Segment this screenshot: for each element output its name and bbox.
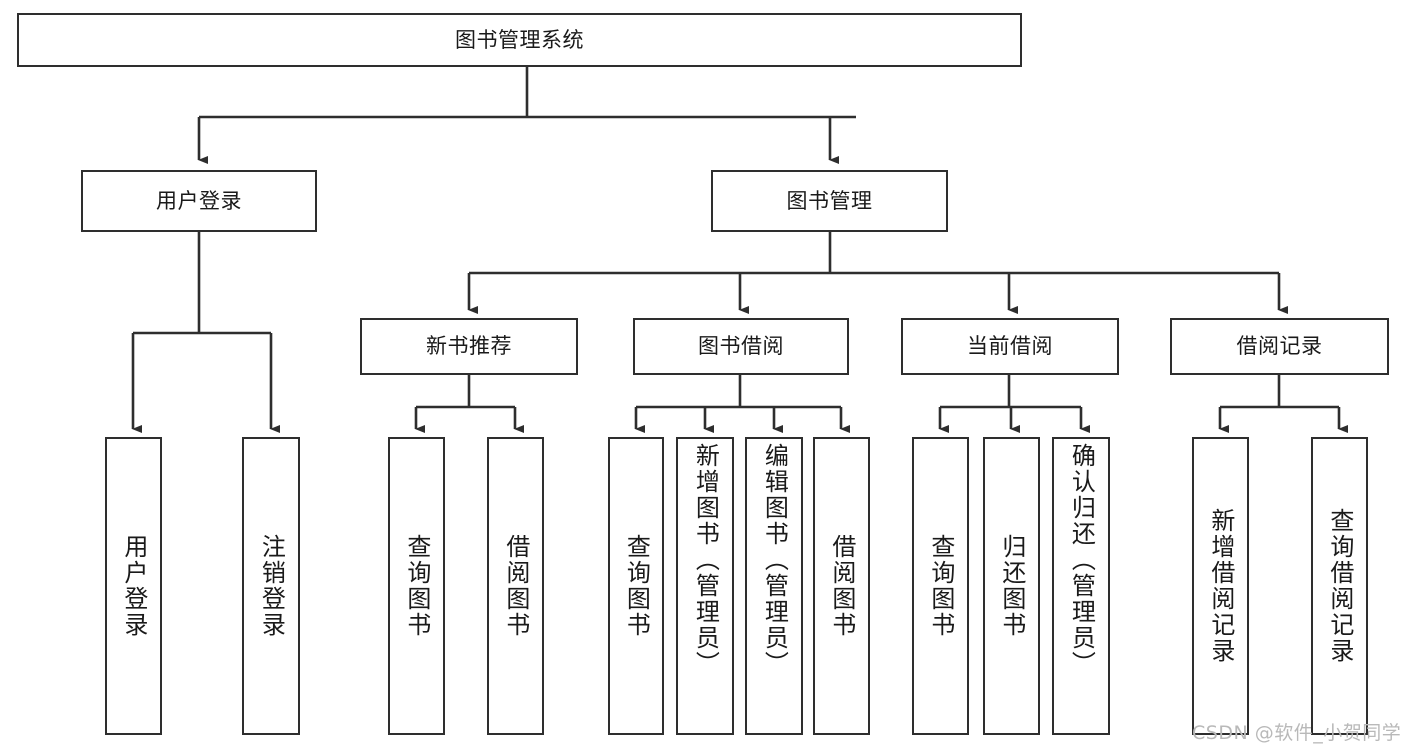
node-leaf-borrow-book-1-label: 借阅图书 <box>501 534 530 638</box>
node-current-borrow-label: 当前借阅 <box>967 334 1053 359</box>
node-leaf-confirm-return[interactable]: 确认归还（管理员） <box>1052 437 1110 735</box>
node-leaf-borrow-book-2[interactable]: 借阅图书 <box>813 437 870 735</box>
node-user-login-label: 用户登录 <box>156 188 242 213</box>
node-leaf-query-book-3-label: 查询图书 <box>926 534 955 638</box>
csdn-watermark: CSDN @软件_小贺同学 <box>1192 722 1402 744</box>
node-leaf-user-login-label: 用户登录 <box>119 534 148 638</box>
node-leaf-return-book[interactable]: 归还图书 <box>983 437 1040 735</box>
node-leaf-add-borrow-record[interactable]: 新增借阅记录 <box>1192 437 1249 735</box>
node-leaf-query-book-1[interactable]: 查询图书 <box>388 437 445 735</box>
node-book-borrow[interactable]: 图书借阅 <box>633 318 849 375</box>
node-leaf-borrow-book-2-label: 借阅图书 <box>827 534 856 638</box>
node-current-borrow[interactable]: 当前借阅 <box>901 318 1119 375</box>
node-leaf-confirm-return-label: 确认归还（管理员） <box>1067 443 1096 677</box>
node-leaf-query-book-3[interactable]: 查询图书 <box>912 437 969 735</box>
node-leaf-borrow-book-1[interactable]: 借阅图书 <box>487 437 544 735</box>
node-leaf-add-borrow-record-label: 新增借阅记录 <box>1206 508 1235 664</box>
node-user-login[interactable]: 用户登录 <box>81 170 317 232</box>
node-book-management-label: 图书管理 <box>786 188 873 213</box>
node-new-book-recommend[interactable]: 新书推荐 <box>360 318 578 375</box>
node-leaf-query-book-2-label: 查询图书 <box>622 534 651 638</box>
node-leaf-user-login[interactable]: 用户登录 <box>105 437 162 735</box>
node-leaf-logout-login-label: 注销登录 <box>257 534 286 638</box>
node-root-system[interactable]: 图书管理系统 <box>17 13 1022 67</box>
node-leaf-query-borrow-record-label: 查询借阅记录 <box>1325 508 1354 664</box>
node-leaf-edit-book-label: 编辑图书（管理员） <box>760 443 789 677</box>
node-borrow-record[interactable]: 借阅记录 <box>1170 318 1389 375</box>
node-leaf-add-book-label: 新增图书（管理员） <box>691 443 720 677</box>
node-root-label: 图书管理系统 <box>455 27 584 52</box>
node-leaf-return-book-label: 归还图书 <box>997 534 1026 638</box>
node-borrow-record-label: 借阅记录 <box>1236 334 1323 359</box>
node-book-management[interactable]: 图书管理 <box>711 170 948 232</box>
node-leaf-edit-book[interactable]: 编辑图书（管理员） <box>745 437 803 735</box>
node-leaf-query-book-2[interactable]: 查询图书 <box>608 437 664 735</box>
node-new-book-recommend-label: 新书推荐 <box>426 334 512 359</box>
node-book-borrow-label: 图书借阅 <box>698 334 784 359</box>
node-leaf-query-borrow-record[interactable]: 查询借阅记录 <box>1311 437 1368 735</box>
node-leaf-logout-login[interactable]: 注销登录 <box>242 437 300 735</box>
node-leaf-add-book[interactable]: 新增图书（管理员） <box>676 437 734 735</box>
node-leaf-query-book-1-label: 查询图书 <box>402 534 431 638</box>
